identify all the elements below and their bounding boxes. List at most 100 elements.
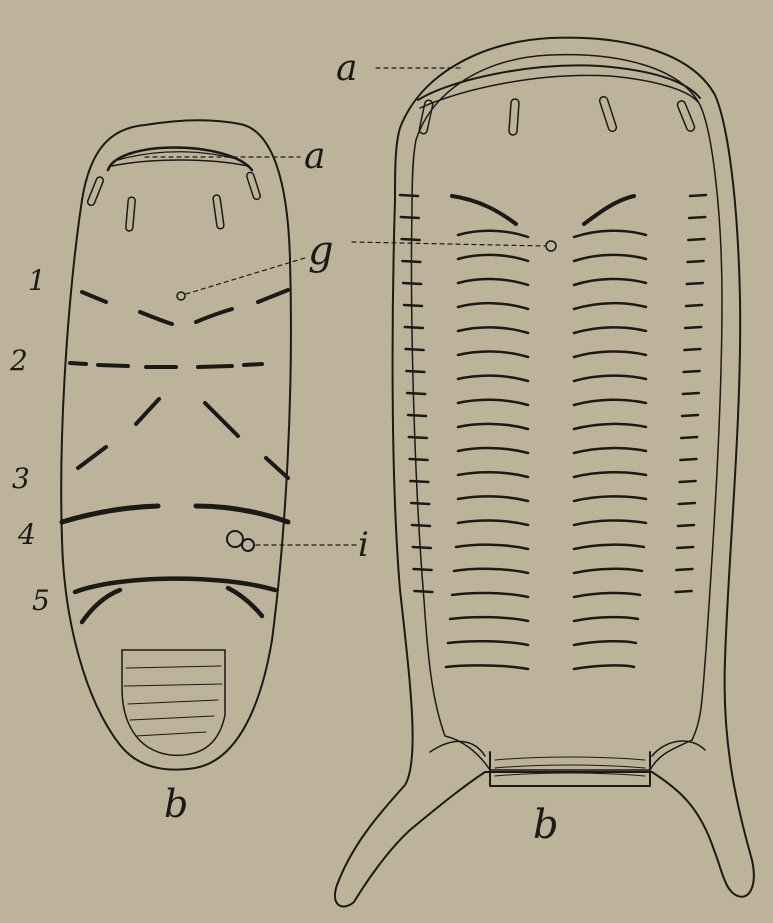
ciliary-band-stroke — [685, 327, 701, 328]
ciliary-band-stroke — [402, 239, 420, 240]
ciliary-band-stroke — [458, 448, 528, 453]
ciliary-band-stroke — [412, 525, 430, 526]
ciliary-band-stroke — [458, 279, 528, 285]
ciliary-band-stroke — [406, 371, 424, 372]
ciliary-band-stroke — [688, 239, 704, 240]
ciliary-band-stroke — [682, 415, 698, 416]
ciliary-band-stroke — [574, 327, 646, 333]
ciliary-band-stroke — [684, 371, 700, 372]
ciliary-band-stroke — [679, 503, 695, 504]
ciliary-band-stroke — [458, 400, 528, 405]
left-mouth — [108, 148, 252, 171]
right-mouth-rods — [419, 96, 696, 136]
ciliary-band-stroke — [458, 327, 528, 333]
ciliary-band-stroke — [454, 569, 528, 573]
left-mouth-rods — [87, 171, 262, 231]
right-body-outer — [335, 38, 754, 907]
ciliary-band-stroke — [574, 400, 646, 405]
ciliary-band-stroke — [677, 547, 693, 548]
ciliary-band-stroke — [458, 496, 528, 501]
ciliary-band-stroke — [680, 481, 696, 482]
ciliary-band-stroke — [574, 641, 636, 645]
ciliary-band-stroke — [574, 617, 638, 621]
ciliary-band-stroke — [452, 196, 516, 224]
ciliary-band-stroke — [584, 196, 634, 224]
ciliary-band-stroke — [410, 481, 428, 482]
ciliary-band-stroke — [574, 593, 640, 597]
left-label-i: i — [358, 525, 369, 565]
left-label-b: b — [164, 782, 188, 826]
ciliary-band-stroke — [574, 376, 646, 381]
ciliary-band-stroke — [574, 448, 646, 453]
row-label-1: 1 — [28, 264, 46, 297]
ciliary-band-stroke — [458, 231, 528, 237]
left-apical-circle — [177, 292, 185, 300]
ciliary-band-stroke — [574, 472, 646, 477]
ciliary-band-stroke — [574, 303, 646, 309]
ciliary-band-stroke — [574, 665, 634, 669]
row-label-5: 5 — [32, 584, 50, 617]
ciliary-band-stroke — [688, 261, 704, 262]
left-body-outline — [61, 120, 291, 769]
ciliary-band-stroke — [403, 283, 421, 284]
left-label-a: a — [304, 136, 325, 177]
ciliary-band-stroke — [681, 437, 697, 438]
ciliary-band-stroke — [411, 503, 429, 504]
ciliary-band-stroke — [401, 217, 419, 218]
left-specimen: a g i b 1 2 3 4 5 — [9, 120, 369, 826]
ciliary-band-stroke — [409, 437, 427, 438]
ciliary-band-stroke — [458, 521, 528, 525]
ciliary-band-stroke — [407, 393, 425, 394]
ciliary-band-stroke — [400, 195, 418, 196]
ciliary-band-stroke — [456, 545, 528, 549]
ciliary-band-stroke — [452, 593, 528, 597]
ciliary-band-stroke — [686, 305, 702, 306]
ciliary-band-stroke — [458, 424, 528, 429]
ciliary-band-stroke — [446, 665, 528, 669]
ciliary-band-stroke — [574, 231, 646, 237]
left-pharynx — [122, 650, 225, 755]
ciliary-band-stroke — [574, 255, 646, 261]
ciliary-band-stroke — [405, 327, 423, 328]
ciliary-band-stroke — [458, 472, 528, 477]
ciliary-band-stroke — [574, 521, 646, 525]
ciliary-band-stroke — [450, 617, 528, 621]
ciliary-band-stroke — [414, 569, 432, 570]
ciliary-band-stroke — [680, 459, 696, 460]
ciliary-band-stroke — [574, 569, 642, 573]
row-label-4: 4 — [17, 518, 36, 551]
right-specimen: a b — [335, 38, 754, 907]
left-label-g: g — [308, 228, 334, 274]
ciliary-band-stroke — [458, 255, 528, 261]
ciliary-band-stroke — [574, 545, 644, 549]
ciliary-band-stroke — [683, 393, 699, 394]
right-label-a: a — [336, 48, 357, 89]
right-ciliary-bands — [400, 195, 706, 669]
ciliary-band-stroke — [410, 459, 428, 460]
row-label-2: 2 — [9, 344, 28, 377]
ciliary-band-stroke — [574, 279, 646, 285]
ciliary-band-stroke — [574, 496, 646, 501]
ciliary-band-stroke — [678, 525, 694, 526]
ciliary-band-stroke — [458, 303, 528, 309]
ciliary-band-stroke — [414, 591, 432, 592]
ciliary-band-stroke — [687, 283, 703, 284]
ciliary-band-stroke — [402, 261, 420, 262]
right-mouth — [418, 65, 700, 108]
ciliary-band-stroke — [448, 641, 528, 645]
row-label-3: 3 — [12, 462, 30, 495]
ciliary-band-stroke — [676, 591, 692, 592]
right-body-inner — [412, 55, 723, 770]
left-organ-i — [227, 531, 254, 551]
right-label-b: b — [533, 802, 559, 848]
right-apical-circle — [546, 241, 556, 251]
ciliary-band-stroke — [690, 195, 706, 196]
right-pharynx — [490, 752, 650, 786]
ciliary-band-stroke — [574, 424, 646, 429]
ciliary-band-stroke — [408, 415, 426, 416]
ciliary-band-stroke — [413, 547, 431, 548]
ciliary-band-stroke — [404, 305, 422, 306]
ciliary-band-stroke — [684, 349, 700, 350]
ciliary-band-stroke — [689, 217, 705, 218]
